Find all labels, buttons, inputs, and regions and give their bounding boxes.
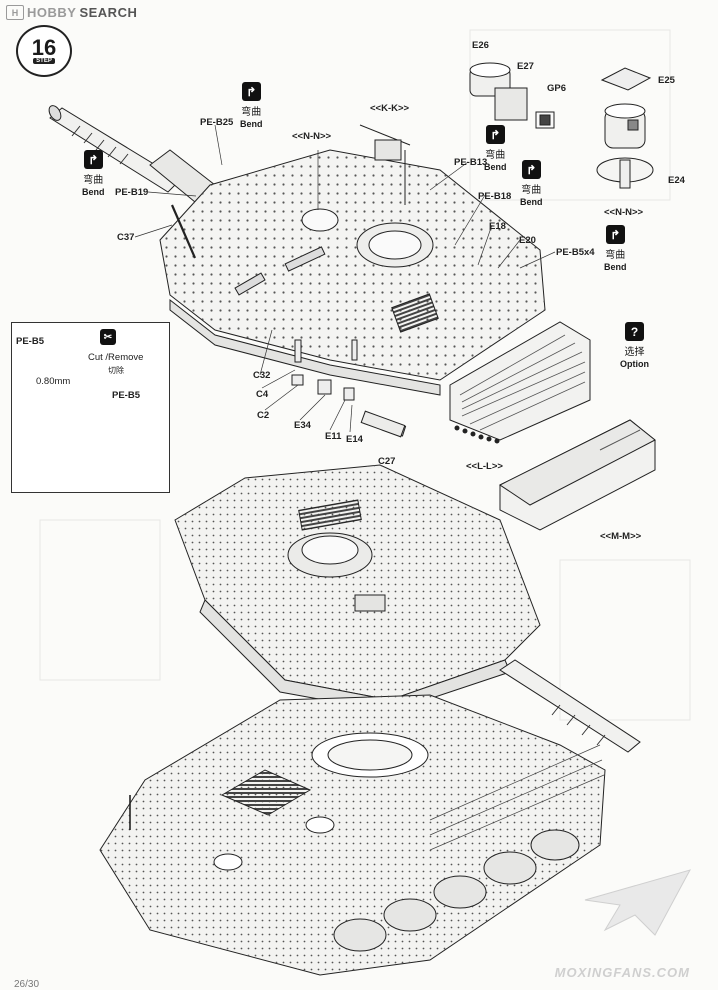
- step-label: STEP: [33, 58, 55, 64]
- site-header: H HOBBY SEARCH: [6, 5, 137, 20]
- part-label: C37: [117, 232, 135, 243]
- leader-lines: [134, 124, 556, 433]
- part-label: E20: [519, 235, 536, 246]
- watermark-text: MOXINGFANS.COM: [554, 965, 690, 980]
- side-armor-ll: [449, 321, 591, 444]
- turret-mid-view: [174, 464, 641, 753]
- option-note: ? 选择 Option: [620, 322, 649, 369]
- part-label: E24: [668, 175, 685, 186]
- section-label-nn-top: <<N-N>>: [292, 131, 332, 142]
- option-cn: 选择: [624, 347, 645, 358]
- machine-gun-kk: [359, 124, 411, 205]
- cut-note: ✂: [100, 329, 116, 345]
- bend-icon: ↱: [521, 160, 541, 179]
- section-label-nn-right: <<N-N>>: [604, 207, 644, 218]
- cut-remove-cn: 切除: [108, 366, 124, 375]
- section-label-kk: <<K-K>>: [370, 103, 410, 114]
- part-label: E27: [517, 61, 534, 72]
- question-icon: ?: [625, 322, 644, 341]
- bend-cn: 弯曲: [605, 250, 626, 261]
- part-label: E26: [472, 40, 489, 51]
- part-label: PE-B13: [454, 157, 488, 168]
- part-label: PE-B25: [200, 117, 234, 128]
- part-label: PE-B19: [115, 187, 149, 198]
- bend-en: Bend: [520, 197, 543, 207]
- bend-en: Bend: [484, 162, 507, 172]
- bend-note-2: ↱ 弯曲 Bend: [82, 150, 105, 197]
- part-label: E11: [325, 431, 342, 442]
- track-wheels: [333, 829, 580, 952]
- section-label-mm: <<M-M>>: [600, 531, 642, 542]
- step-number: 16: [31, 35, 57, 60]
- part-label: C32: [253, 370, 271, 381]
- bend-note-1: ↱ 弯曲 Bend: [240, 82, 263, 129]
- bend-cn: 弯曲: [485, 150, 506, 161]
- cut-icon: ✂: [100, 329, 116, 345]
- page-number: 26/30: [14, 979, 40, 990]
- bend-cn: 弯曲: [241, 107, 262, 118]
- bend-icon: ↱: [485, 125, 505, 144]
- step-badge: 16 STEP: [16, 25, 72, 77]
- part-label: PE-B5x4: [556, 247, 595, 258]
- bend-en: Bend: [604, 262, 627, 272]
- bend-en: Bend: [82, 187, 105, 197]
- hobbysearch-logo-icon: H: [6, 5, 24, 20]
- option-block-mm: [499, 419, 656, 531]
- inset-part-label: PE-B5: [16, 336, 44, 347]
- bend-cn: 弯曲: [83, 175, 104, 186]
- bend-note-3: ↱ 弯曲 Bend: [484, 125, 507, 172]
- option-en: Option: [620, 359, 649, 369]
- parts-e26-e27: [469, 62, 555, 129]
- inset-part-label-2: PE-B5: [112, 390, 140, 401]
- bend-cn: 弯曲: [521, 185, 542, 196]
- gun-barrel: [48, 105, 216, 203]
- measurement: 0.80mm: [36, 376, 71, 387]
- part-label: C4: [256, 389, 269, 400]
- cut-remove-text: Cut /Remove: [88, 352, 144, 363]
- bend-icon: ↱: [605, 225, 625, 244]
- part-label: E18: [489, 221, 506, 232]
- bend-en: Bend: [240, 119, 263, 129]
- bend-note-5: ↱ 弯曲 Bend: [604, 225, 627, 272]
- part-label: GP6: [547, 83, 567, 94]
- part-label: E25: [658, 75, 675, 86]
- part-label: C2: [257, 410, 270, 421]
- bend-note-4: ↱ 弯曲 Bend: [520, 160, 543, 207]
- part-label: C27: [378, 456, 396, 467]
- bend-icon: ↱: [241, 82, 261, 101]
- section-label-ll: <<L-L>>: [466, 461, 503, 472]
- turret-assembly: [48, 62, 656, 531]
- header-logo-text-1: HOBBY: [27, 5, 77, 20]
- header-logo-text-2: SEARCH: [79, 5, 138, 20]
- part-label: PE-B18: [478, 191, 512, 202]
- part-label: E14: [346, 434, 363, 445]
- part-label: E34: [294, 420, 311, 431]
- bend-icon: ↱: [83, 150, 103, 169]
- watermark-plane: [584, 869, 692, 936]
- parts-e25-e24: [596, 67, 654, 189]
- detail-inset: PE-B5 ✂ Cut /Remove 切除 0.80mm PE-B5: [11, 322, 170, 493]
- hull: [99, 694, 606, 976]
